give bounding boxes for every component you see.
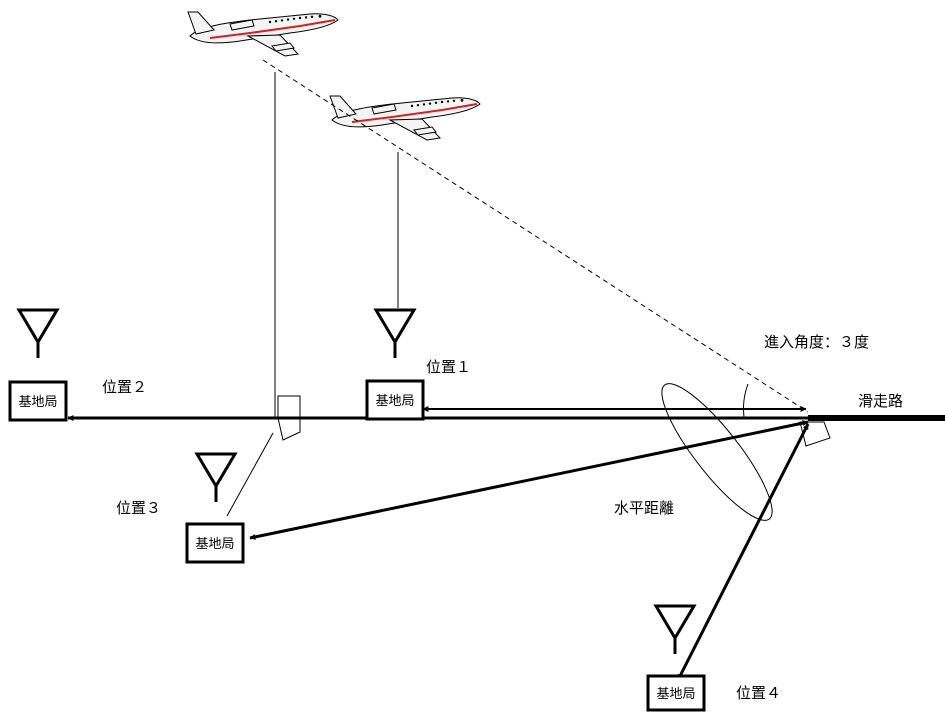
label-position-1: 位置１ — [426, 358, 471, 376]
base-station-box — [8, 380, 68, 422]
base-station-box — [646, 674, 706, 712]
arrow-to-position-4 — [676, 423, 810, 681]
glide-path-line — [262, 59, 809, 413]
antenna-icon — [654, 604, 696, 656]
base-station-label: 基地局 — [656, 687, 695, 702]
base-station-position-3: 基地局 — [185, 452, 245, 564]
base-station-position-2: 基地局 — [8, 308, 68, 422]
right-angle-marker-runway — [799, 421, 831, 447]
aircraft-far-icon — [187, 11, 339, 57]
arrow-to-position-3 — [249, 420, 809, 540]
base-station-position-1: 基地局 — [365, 308, 425, 421]
label-approach-angle: 進入角度：３度 — [764, 333, 869, 351]
label-position-3: 位置３ — [116, 499, 161, 517]
label-position-4: 位置４ — [736, 684, 781, 702]
base-station-box — [365, 379, 425, 421]
antenna-icon — [17, 308, 59, 360]
aircraft-near-icon — [329, 95, 481, 141]
base-station-label: 基地局 — [18, 395, 57, 410]
approach-angle-arc — [743, 383, 749, 418]
base-station-label: 基地局 — [195, 537, 234, 552]
base-station-label: 基地局 — [375, 394, 414, 409]
projection-line-position-3 — [226, 432, 274, 517]
antenna-icon — [374, 308, 416, 360]
label-runway: 滑走路 — [858, 392, 903, 410]
base-station-position-4: 基地局 — [646, 604, 706, 712]
base-station-box — [185, 522, 245, 564]
label-horizontal-distance: 水平距離 — [614, 499, 674, 517]
antenna-icon — [195, 452, 237, 504]
horizontal-distance-ellipse — [661, 383, 773, 521]
label-position-2: 位置２ — [102, 378, 147, 396]
right-angle-marker-far — [277, 395, 301, 441]
